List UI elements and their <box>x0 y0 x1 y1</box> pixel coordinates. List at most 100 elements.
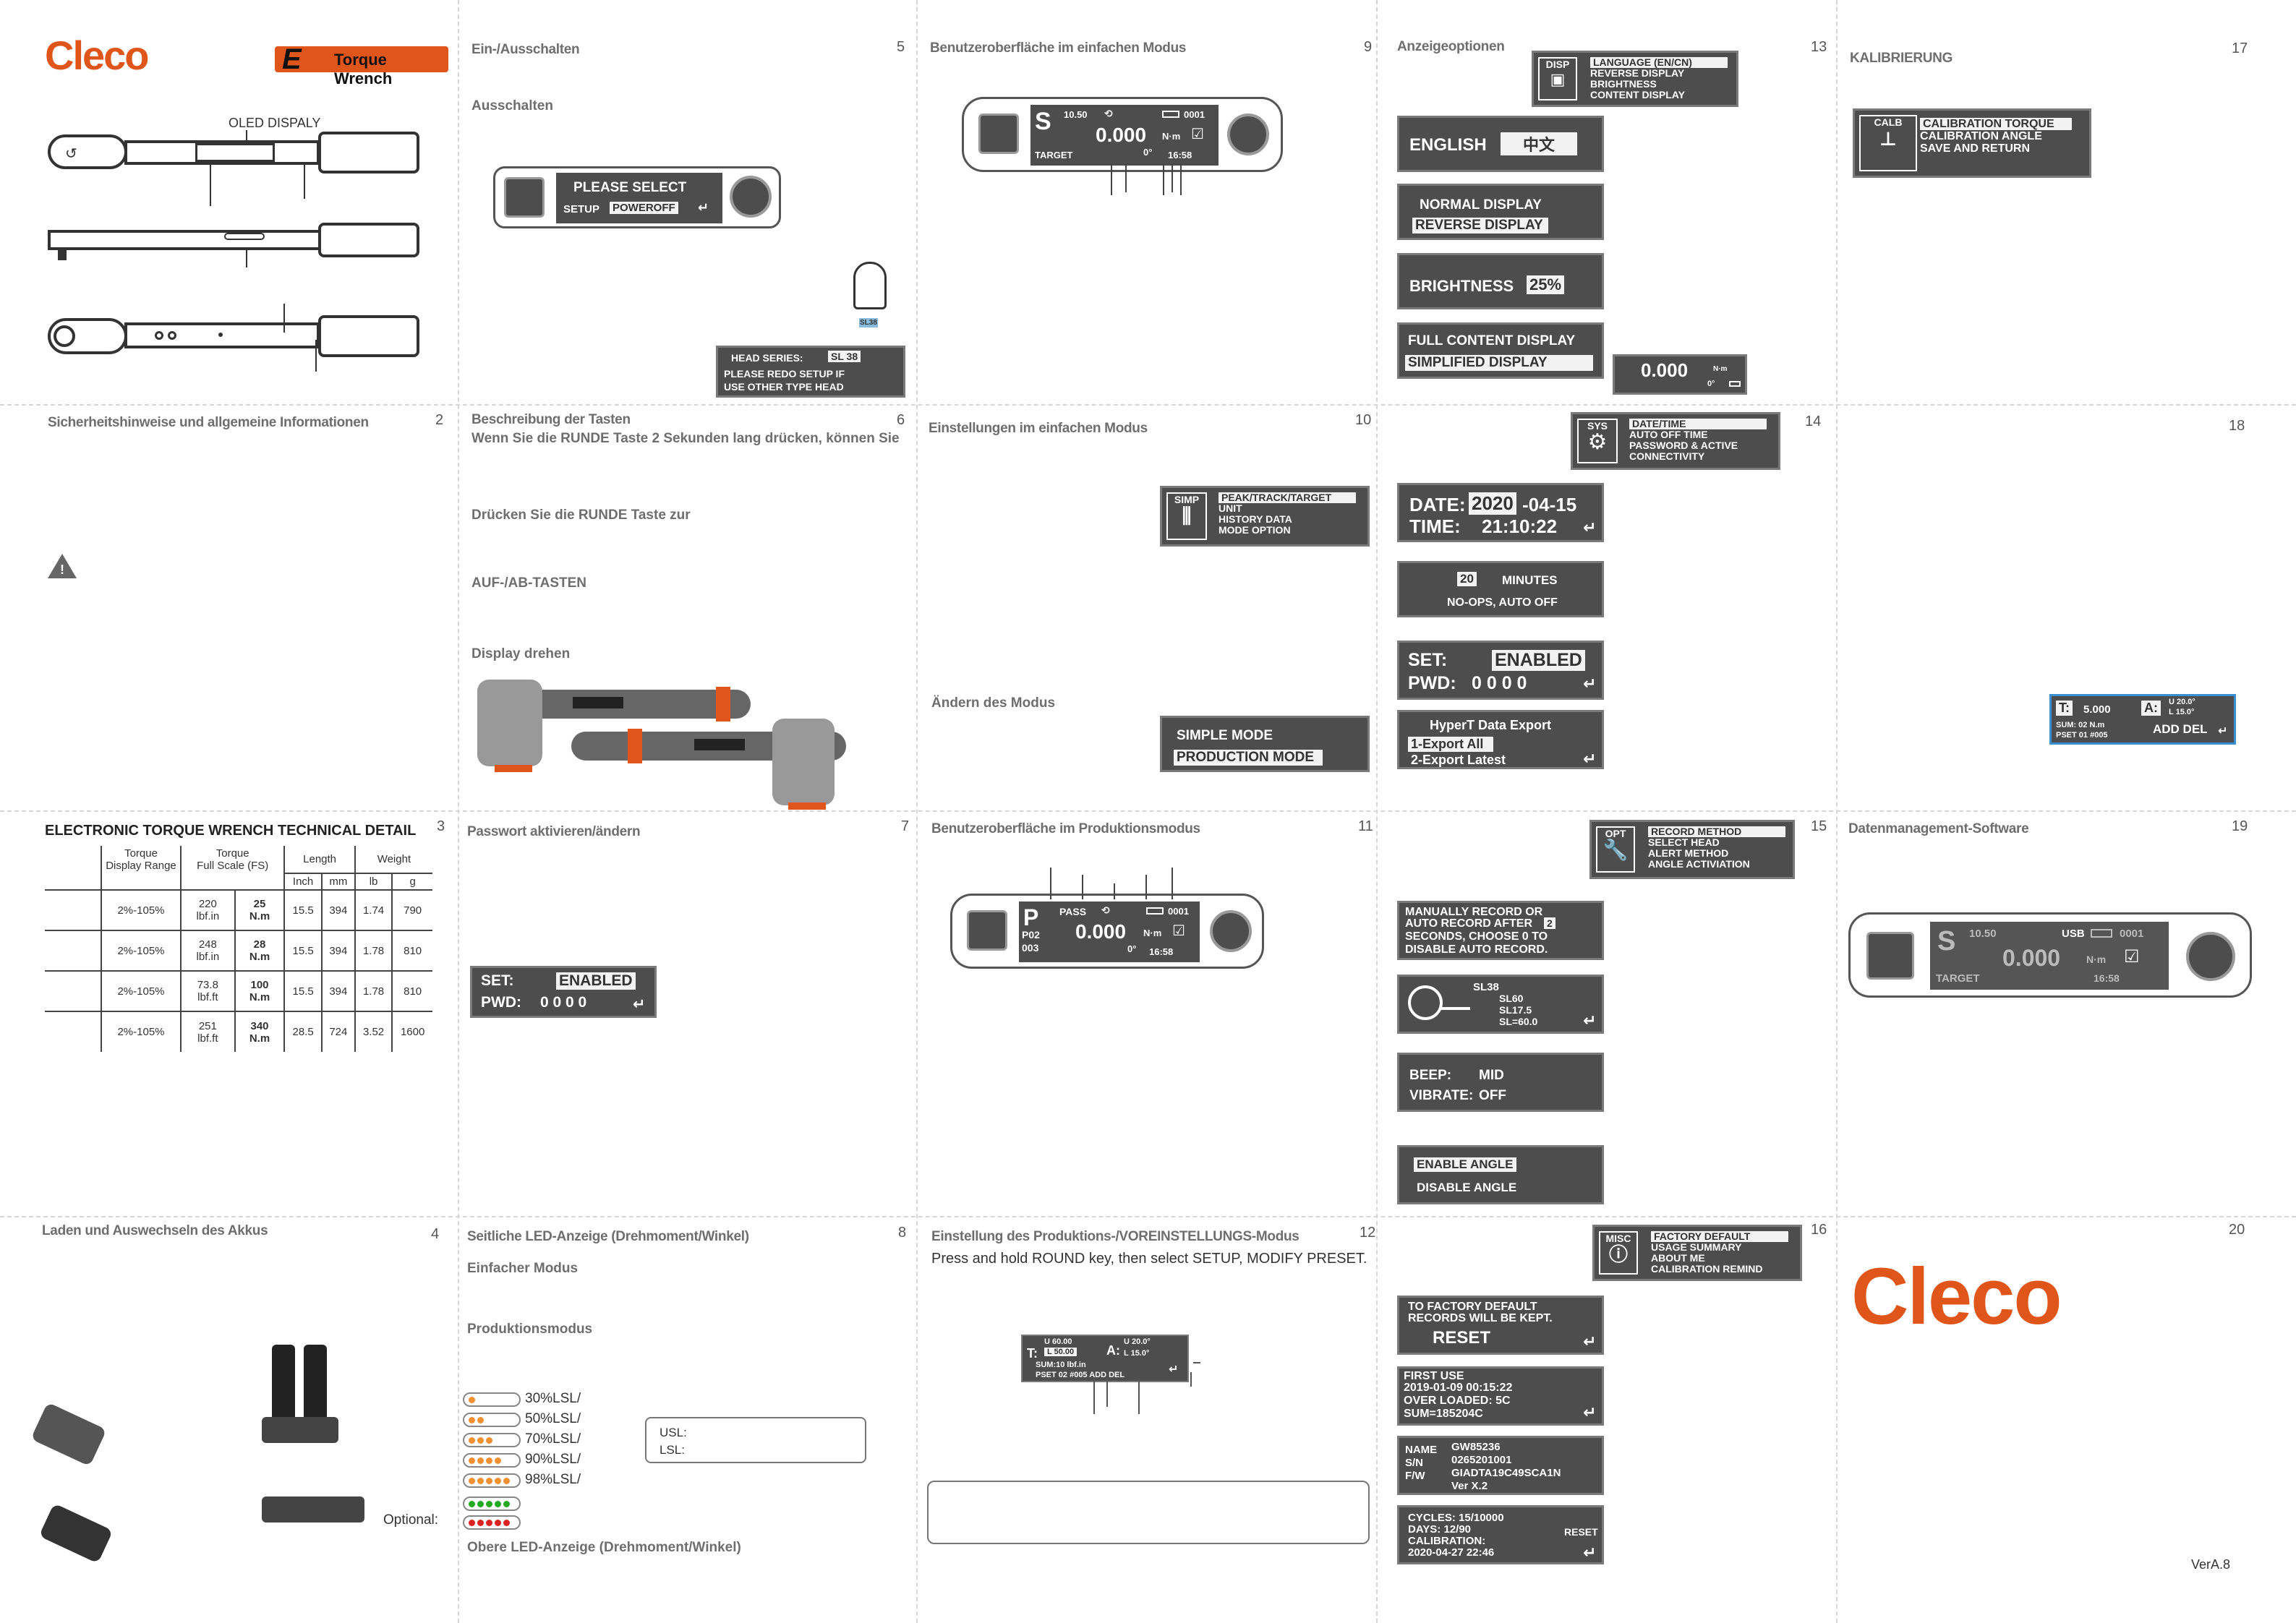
round-button[interactable] <box>2186 932 2235 981</box>
menu-item[interactable]: PASSWORD & ACTIVE <box>1629 440 1738 451</box>
software-display: S 10.50 USB 0001 0.000 N·m ☑ TARGET 16:5… <box>1848 912 2252 998</box>
record-method-screen: MANUALLY RECORD OR AUTO RECORD AFTER 2 S… <box>1397 901 1604 960</box>
factory-reset-screen: TO FACTORY DEFAULT RECORDS WILL BE KEPT.… <box>1397 1296 1604 1355</box>
add-del-buttons[interactable]: ADD DEL <box>2153 722 2208 736</box>
usage-summary-screen: FIRST USE 2019-01-09 00:15:22 OVER LOADE… <box>1397 1366 1604 1426</box>
menu-item[interactable]: MODE OPTION <box>1219 524 1291 536</box>
menu-item[interactable]: ABOUT ME <box>1651 1252 1705 1264</box>
poweroff-option[interactable]: POWEROFF <box>610 202 678 214</box>
arrow-icon: ↺ <box>65 146 77 162</box>
setup-option[interactable]: SETUP <box>563 203 600 215</box>
rotate-icon: ⟲ <box>1101 904 1110 916</box>
round-button[interactable] <box>1210 910 1252 952</box>
page-number: 7 <box>901 818 910 834</box>
page-number: 10 <box>1355 412 1372 428</box>
menu-item[interactable]: ALERT METHOD <box>1648 847 1729 859</box>
menu-item[interactable]: CALIBRATION TORQUE <box>1920 118 2072 130</box>
reset-button[interactable]: RESET <box>1564 1526 1598 1538</box>
select-head-screen: SL38 SL60 SL17.5 SL=60.0 ↵ <box>1397 975 1604 1034</box>
enable-angle-option[interactable]: ENABLE ANGLE <box>1414 1157 1516 1172</box>
menu-item[interactable]: FACTORY DEFAULT <box>1651 1231 1788 1242</box>
simplified-option[interactable]: SIMPLIFIED DISPLAY <box>1405 355 1593 371</box>
menu-item[interactable]: SAVE AND RETURN <box>1920 142 2031 155</box>
enter-icon: ↵ <box>1583 1543 1597 1562</box>
panel-8-title: Seitliche LED-Anzeige (Drehmoment/Winkel… <box>467 1229 749 1244</box>
menu-item[interactable]: BRIGHTNESS <box>1590 78 1657 90</box>
menu-item[interactable]: AUTO OFF TIME <box>1629 429 1708 440</box>
production-mode-option[interactable]: PRODUCTION MODE <box>1174 750 1323 766</box>
enter-icon: ↵ <box>1583 518 1597 536</box>
system-menu: SYS⚙ DATE/TIME AUTO OFF TIME PASSWORD & … <box>1571 412 1780 470</box>
date-year-field[interactable]: 2020 <box>1469 492 1516 515</box>
change-mode-label: Ändern des Modus <box>931 695 1056 711</box>
simple-mode-label: Einfacher Modus <box>467 1261 579 1276</box>
setup-button[interactable] <box>1866 932 1914 980</box>
e-logo-icon: E <box>282 43 302 75</box>
menu-item[interactable]: CALIBRATION ANGLE <box>1920 130 2042 142</box>
page-number: 19 <box>2232 818 2248 834</box>
gear-icon: ⚙ <box>1587 430 1608 454</box>
datetime-screen: DATE: 2020 -04-15 TIME: 21:10:22 ↵ <box>1397 483 1604 542</box>
menu-item[interactable]: RECORD METHOD <box>1648 826 1785 837</box>
subtitle: Ausschalten <box>471 98 553 114</box>
menu-item[interactable]: USAGE SUMMARY <box>1651 1241 1742 1253</box>
panel-7-title: Passwort aktivieren/ändern <box>467 824 641 839</box>
full-content-option[interactable]: FULL CONTENT DISPLAY <box>1408 333 1576 348</box>
monitor-icon: ▣ <box>1550 70 1566 88</box>
menu-item[interactable]: CALIBRATION REMIND <box>1651 1263 1763 1275</box>
menu-item[interactable]: LANGUAGE (EN/CN) <box>1590 57 1728 68</box>
product-badge-label: Torque Wrench <box>334 51 393 87</box>
menu-item[interactable]: PEAK/TRACK/TARGET <box>1219 492 1356 503</box>
spec-header: Length <box>283 846 355 873</box>
note-box <box>927 1481 1370 1544</box>
menu-item[interactable]: DATE/TIME <box>1629 419 1767 429</box>
calibration-menu: CALB⊥ CALIBRATION TORQUE CALIBRATION ANG… <box>1853 108 2091 178</box>
menu-item[interactable]: UNIT <box>1219 502 1242 514</box>
brightness-value[interactable]: 25% <box>1527 275 1565 294</box>
menu-item[interactable]: CONNECTIVITY <box>1629 450 1705 462</box>
reset-button[interactable]: RESET <box>1433 1328 1491 1348</box>
preset-instruction: Press and hold ROUND key, then select SE… <box>931 1251 1367 1267</box>
normal-display-option[interactable]: NORMAL DISPLAY <box>1420 197 1542 213</box>
battery-image <box>38 1503 114 1564</box>
export-latest-option[interactable]: 2-Export Latest <box>1411 753 1506 767</box>
wrench-icon: 🔧 <box>1602 839 1629 861</box>
menu-item[interactable]: SELECT HEAD <box>1648 836 1720 848</box>
setup-button[interactable] <box>978 114 1019 154</box>
simple-mode-option[interactable]: SIMPLE MODE <box>1177 728 1273 743</box>
page-number: 6 <box>897 412 905 428</box>
table-row: 2%-105% 73.8 lbf.ft 100 N.m 15.5 394 1.7… <box>45 970 432 1011</box>
menu-item[interactable]: HISTORY DATA <box>1219 513 1292 525</box>
reverse-display-screen: NORMAL DISPLAY REVERSE DISPLAY <box>1397 184 1604 240</box>
menu-item[interactable]: ANGLE ACTIVIATION <box>1648 858 1750 870</box>
page-number: 20 <box>2229 1222 2245 1238</box>
minutes-field[interactable]: 20 <box>1457 572 1477 586</box>
english-option[interactable]: ENGLISH <box>1409 135 1487 155</box>
setup-button[interactable] <box>504 177 545 218</box>
calibration-remind-screen: CYCLES: 15/10000 DAYS: 12/90 CALIBRATION… <box>1397 1505 1604 1564</box>
key-description: AUF-/AB-TASTEN <box>471 575 587 591</box>
round-button[interactable] <box>730 176 772 218</box>
beep-value[interactable]: MID <box>1479 1068 1504 1083</box>
panel-12-title: Einstellung des Produktions-/VOREINSTELL… <box>931 1229 1299 1244</box>
record-icon: ☑ <box>1172 923 1185 939</box>
usl-lsl-box: USL: LSL: <box>645 1417 866 1463</box>
info-icon: ⓘ <box>1608 1243 1628 1265</box>
vibrate-value[interactable]: OFF <box>1479 1088 1506 1103</box>
export-all-option[interactable]: 1-Export All <box>1408 737 1493 752</box>
alert-method-screen: BEEP: MID VIBRATE: OFF <box>1397 1053 1604 1112</box>
enter-icon: ↵ <box>1583 750 1597 768</box>
menu-item[interactable]: CONTENT DISPLAY <box>1590 89 1685 100</box>
mode-select-screen: SIMPLE MODE PRODUCTION MODE <box>1160 716 1370 772</box>
chinese-option[interactable]: 中文 <box>1501 132 1577 155</box>
record-seconds-field[interactable]: 2 <box>1544 917 1555 929</box>
password-enabled-toggle[interactable]: ENABLED <box>1492 650 1585 671</box>
round-button[interactable] <box>1227 114 1269 155</box>
setup-button[interactable] <box>967 910 1007 951</box>
menu-item[interactable]: REVERSE DISPLAY <box>1590 67 1685 79</box>
top-led-label: Obere LED-Anzeige (Drehmoment/Winkel) <box>467 1540 741 1555</box>
disable-angle-option[interactable]: DISABLE ANGLE <box>1417 1181 1517 1194</box>
reverse-display-option[interactable]: REVERSE DISPLAY <box>1412 218 1548 234</box>
panel-4-title: Laden und Auswechseln des Akkus <box>42 1223 268 1238</box>
